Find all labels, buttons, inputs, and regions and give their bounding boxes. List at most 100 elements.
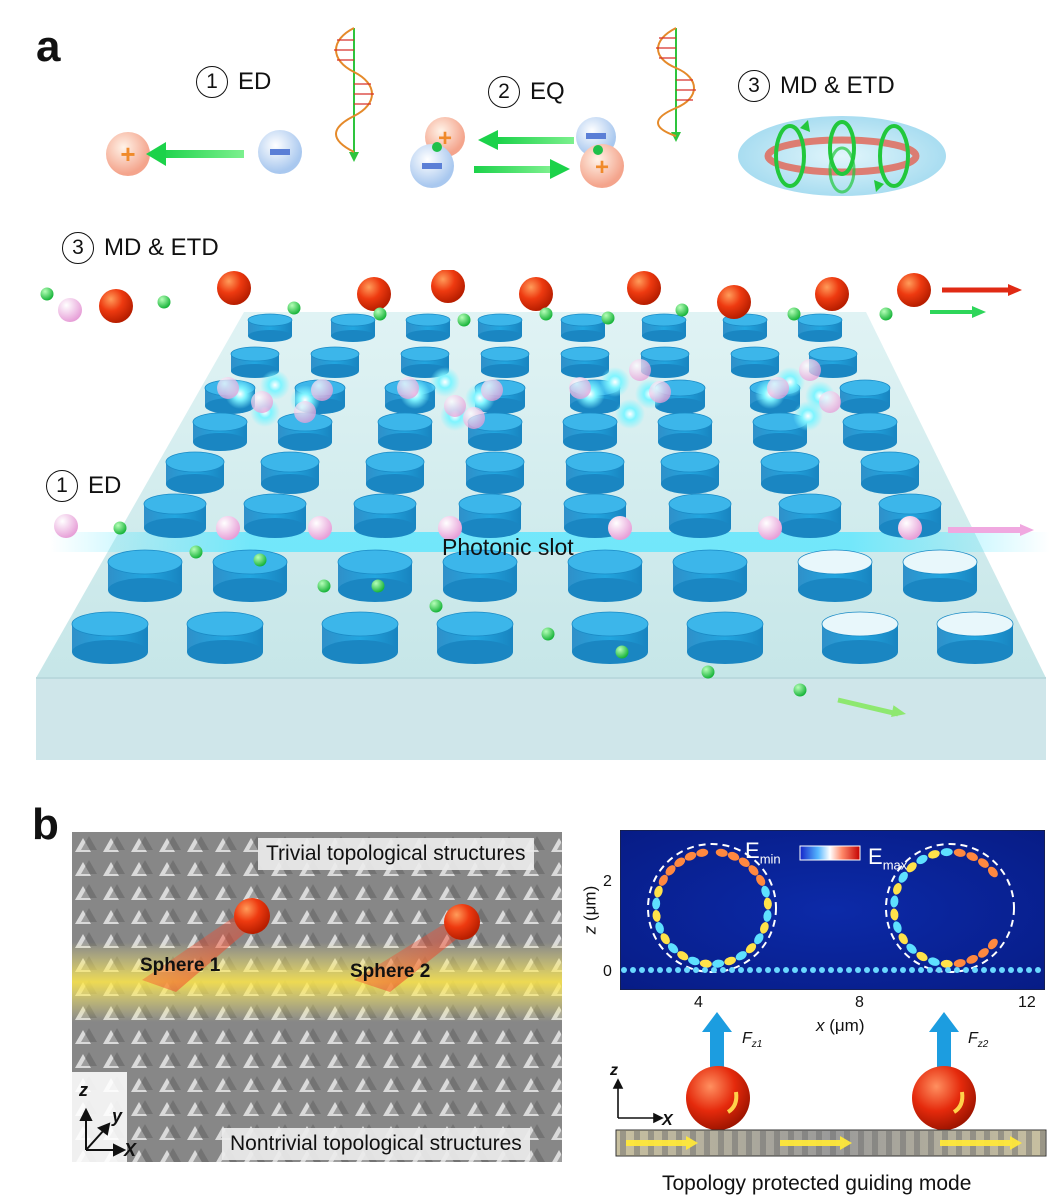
mode-lobe <box>978 948 989 958</box>
small-particle <box>317 579 331 593</box>
side-text-ed: ED <box>88 472 122 499</box>
guided-lobe <box>1017 967 1023 973</box>
pillar <box>560 313 606 342</box>
sphere-2-particle <box>444 904 480 940</box>
mode-lobe <box>761 885 770 898</box>
pillar <box>165 451 225 494</box>
pillar <box>465 451 525 494</box>
guided-lobe <box>1026 967 1032 973</box>
mode-lobe <box>953 848 966 857</box>
pillar <box>902 549 978 602</box>
guided-lobe <box>738 967 744 973</box>
mode-lobe <box>916 854 928 865</box>
ytick-2: 2 <box>603 873 612 890</box>
guided-lobe <box>981 967 987 973</box>
trapped-particle <box>767 377 789 399</box>
fieldmap-ylabel: z (μm) <box>580 885 600 935</box>
pillar <box>330 313 376 342</box>
pillar <box>365 451 425 494</box>
trapped-particle <box>397 377 419 399</box>
mode-text-ed: ED <box>238 68 272 95</box>
guided-lobe <box>918 967 924 973</box>
waveguide-stripe <box>774 1131 780 1155</box>
guided-lobe <box>675 967 681 973</box>
pillar <box>337 549 413 602</box>
small-particle <box>253 553 267 567</box>
waveguide-stripe <box>872 1131 878 1155</box>
axis-z-label: z <box>79 1080 88 1100</box>
guided-lobe <box>801 967 807 973</box>
guided-lobe <box>774 967 780 973</box>
medium-particle <box>54 514 78 538</box>
guided-lobe <box>684 967 690 973</box>
pillar <box>321 611 399 664</box>
pillar <box>562 412 618 451</box>
mode-lobe <box>763 909 772 922</box>
pillar <box>567 549 643 602</box>
small-particle <box>675 303 689 317</box>
guided-lobe <box>936 967 942 973</box>
guided-lobe <box>972 967 978 973</box>
guided-lobe <box>1035 967 1041 973</box>
trapped-particle <box>481 379 503 401</box>
mode-lobe <box>898 871 908 883</box>
guided-lobe <box>873 967 879 973</box>
waveguide-stripe <box>914 1131 920 1155</box>
medium-particle <box>438 516 462 540</box>
pillar <box>377 412 433 451</box>
pillar <box>839 379 891 414</box>
guided-lobe <box>720 967 726 973</box>
pillar <box>821 611 899 664</box>
guided-lobe <box>747 967 753 973</box>
pillar <box>212 549 288 602</box>
small-particle <box>157 295 171 309</box>
large-particle <box>431 270 465 303</box>
small-particle <box>457 313 471 327</box>
pillar <box>878 493 942 538</box>
mode-lobe <box>699 959 712 968</box>
pillar <box>565 451 625 494</box>
panel-label-a: a <box>36 22 61 71</box>
guided-lobe <box>666 967 672 973</box>
mode-lobe <box>738 857 750 867</box>
mode-lobe <box>966 955 978 964</box>
guided-lobe <box>648 967 654 973</box>
waveguide-stripe <box>1040 1131 1046 1155</box>
pillar <box>310 346 360 378</box>
trapped-particle <box>629 359 651 381</box>
pillar <box>571 611 649 664</box>
guided-lobe <box>792 967 798 973</box>
axis-y-label: y <box>112 1106 123 1126</box>
colorbar-max-label: Emax <box>868 844 908 873</box>
pillar <box>641 313 687 342</box>
trapped-particle <box>569 377 591 399</box>
mode-lobe <box>665 865 676 876</box>
guided-lobe <box>855 967 861 973</box>
xtick-8: 8 <box>855 994 864 1011</box>
pillar <box>477 313 523 342</box>
guided-lobe <box>963 967 969 973</box>
pink-arrow-icon <box>948 524 1034 536</box>
side-text-md-etd: MD & ETD <box>104 234 219 261</box>
guiding-mode-caption: Topology protected guiding mode <box>662 1172 972 1195</box>
large-particle <box>99 289 133 323</box>
guided-lobe <box>756 967 762 973</box>
small-particle <box>373 307 387 321</box>
trapped-particle <box>294 401 316 423</box>
waveguide-stripe <box>732 1131 738 1155</box>
guided-lobe <box>783 967 789 973</box>
mode-number-2: 2 <box>488 76 520 108</box>
waveguide-stripe <box>858 1131 864 1155</box>
sphere-1-force-body <box>686 1066 750 1130</box>
guided-lobe <box>630 967 636 973</box>
sphere-1-particle <box>234 898 270 934</box>
guided-lobe <box>711 967 717 973</box>
guided-lobe <box>810 967 816 973</box>
mode-lobe <box>756 874 766 886</box>
pillar <box>405 313 451 342</box>
red-arrow-icon <box>942 284 1022 296</box>
small-particle <box>287 301 301 315</box>
fieldmap-xlabel: x (μm) <box>816 1016 865 1035</box>
mode-text-md-etd: MD & ETD <box>780 72 895 99</box>
